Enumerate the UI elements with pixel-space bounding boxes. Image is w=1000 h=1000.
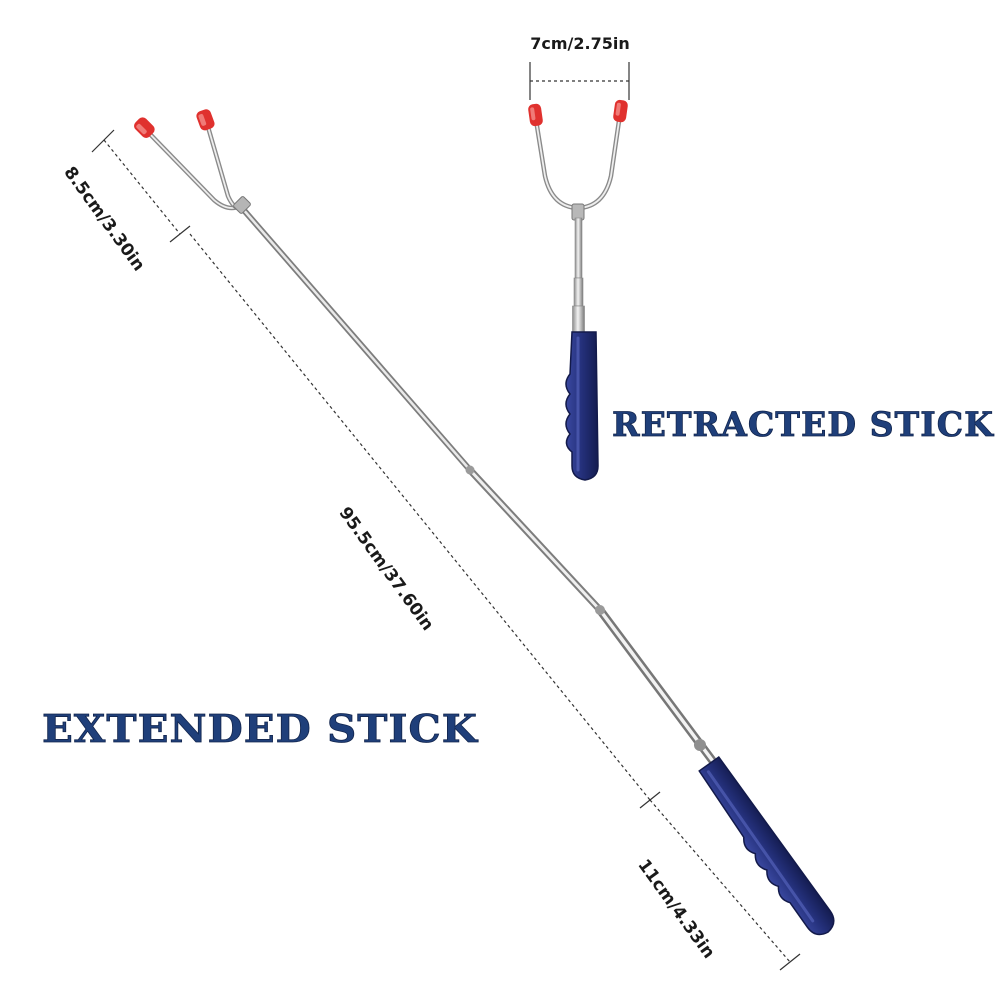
dimension-lines: [91, 62, 801, 971]
extended-stick: [134, 109, 835, 936]
dim-label-fork-width: 7cm/2.75in: [530, 34, 629, 53]
dim-label-fork-length: 8.5cm/3.30in: [60, 163, 149, 275]
extended-handle: [698, 756, 835, 936]
retracted-rod: [572, 217, 585, 335]
retracted-fork-tip-right: [613, 99, 628, 123]
extended-fork-tip-right: [196, 109, 215, 131]
retracted-stick-title: RETRACTED STICK: [612, 405, 994, 445]
extended-fork: [143, 117, 251, 214]
dim-label-rod-length: 95.5cm/37.60in: [335, 503, 438, 634]
dim-label-handle-length: 11cm/4.33in: [633, 856, 718, 963]
extended-rod: [239, 205, 717, 765]
retracted-stick: [528, 99, 628, 481]
retracted-fork: [533, 111, 623, 221]
retracted-fork-tip-left: [528, 103, 543, 127]
extended-fork-tip-left: [134, 117, 155, 138]
extended-stick-title: EXTENDED STICK: [42, 706, 479, 751]
retracted-handle: [565, 331, 599, 481]
